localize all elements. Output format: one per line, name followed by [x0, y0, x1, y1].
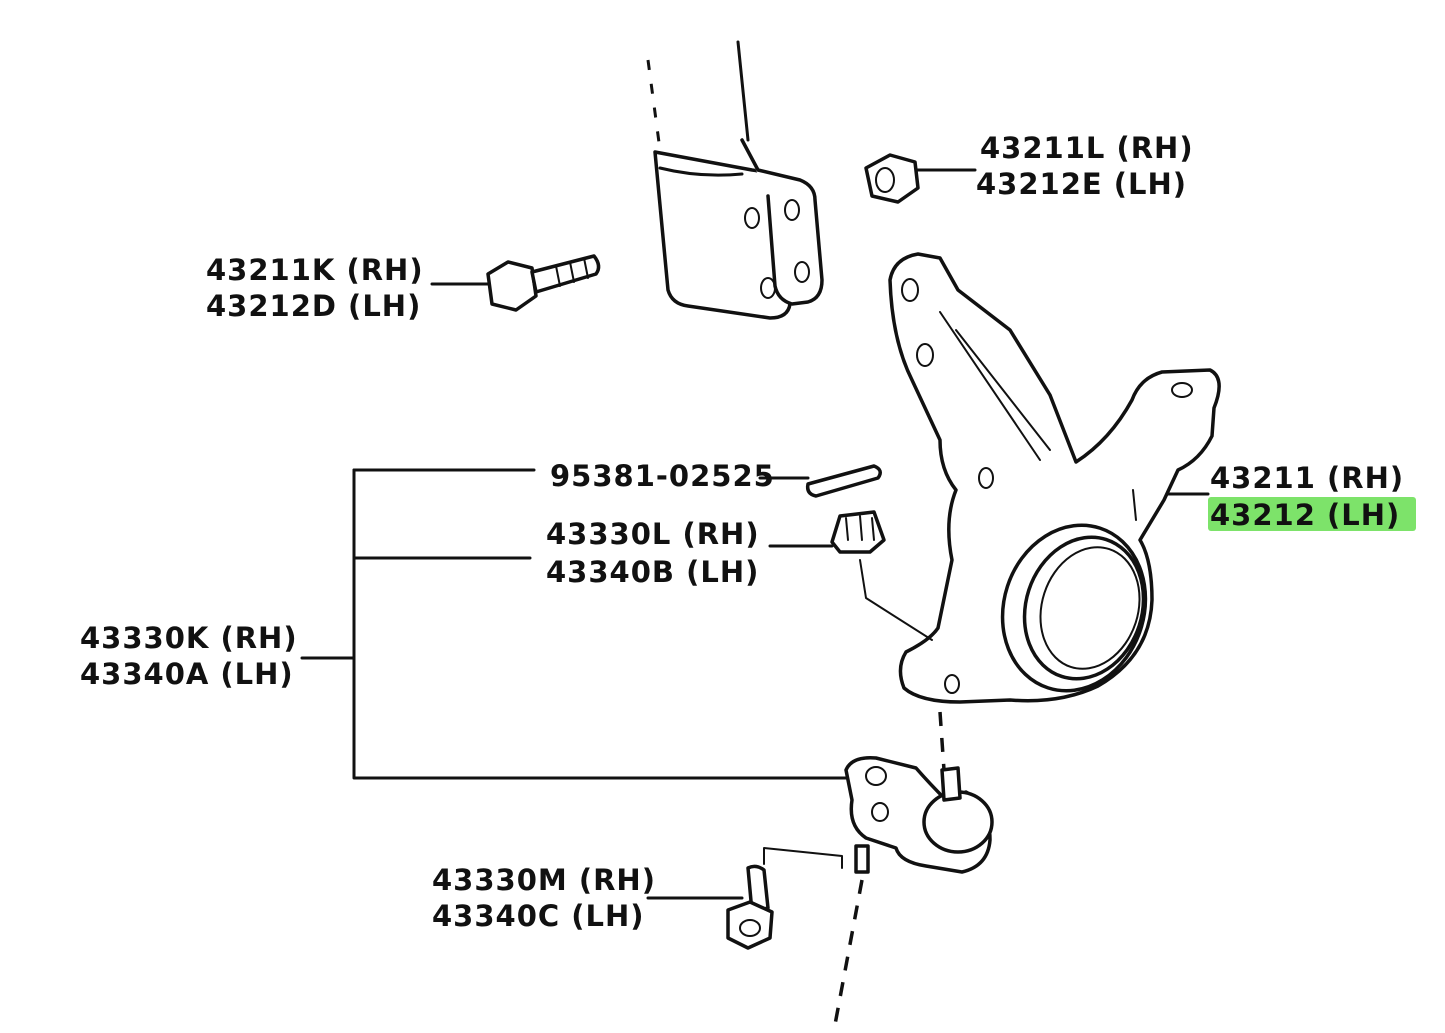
ball-joint-bolt: [646, 847, 843, 950]
ball-joint: [844, 756, 994, 874]
castle-nut: [768, 510, 933, 641]
bolt-upper: [430, 254, 601, 312]
bracket-lines: [300, 468, 848, 780]
axis-dash-2: [832, 879, 864, 1031]
label-knuckle-rh: 43211 (RH): [1210, 461, 1405, 495]
label-bolt-upper-lh: 43212D (LH): [206, 289, 422, 323]
label-nut-top-lh: 43212E (LH): [976, 167, 1188, 201]
highlight-marker: [1208, 497, 1416, 531]
label-bolt-upper-rh: 43211K (RH): [206, 253, 424, 287]
label-ball-joint-rh: 43330K (RH): [80, 621, 298, 655]
steering-knuckle: [888, 252, 1221, 704]
cotter-pin: [758, 464, 882, 498]
label-nut-top-rh: 43211L (RH): [980, 131, 1194, 165]
label-ball-joint-bolt-lh: 43340C (LH): [432, 899, 645, 933]
nut-top: [864, 153, 977, 204]
label-ball-joint-lh: 43340A (LH): [80, 657, 294, 691]
label-knuckle-lh: 43212 (LH): [1210, 498, 1401, 532]
strut: [646, 40, 824, 320]
label-cotter-pin: 95381-02525: [550, 459, 775, 493]
label-castle-nut-rh: 43330L (RH): [546, 517, 760, 551]
label-castle-nut-lh: 43340B (LH): [546, 555, 760, 589]
axis-dash-1: [938, 711, 946, 771]
label-ball-joint-bolt-rh: 43330M (RH): [432, 863, 656, 897]
